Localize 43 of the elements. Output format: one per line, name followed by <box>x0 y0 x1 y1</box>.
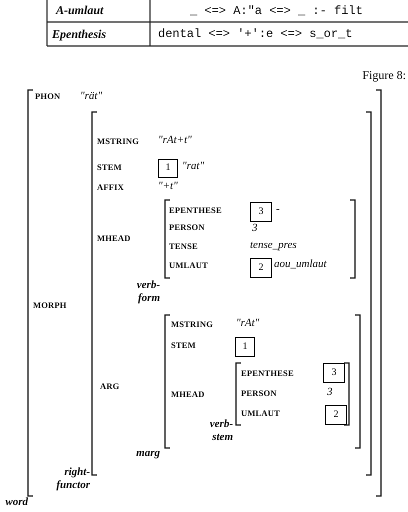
feature-value: "rAt" <box>236 317 260 330</box>
feature-value: "rat" <box>182 160 204 173</box>
cell-label: Epenthesis <box>52 27 106 42</box>
feature-name: MSTRING <box>171 320 214 330</box>
feature-name: TENSE <box>169 242 198 252</box>
feature-value: aou_umlaut <box>274 258 327 271</box>
feature-name: STEM <box>171 341 196 351</box>
feature-value: 3 <box>252 222 258 235</box>
type-label: word <box>4 496 28 509</box>
feature-name: UMLAUT <box>169 261 208 271</box>
feature-value: - <box>276 203 280 216</box>
type-label: verb-form <box>136 279 160 304</box>
feature-value: "rAt+t" <box>158 134 192 147</box>
code-text: _ <=> A:"a <=> _ :- filt <box>190 4 363 18</box>
feature-name: STEM <box>97 163 122 173</box>
tag-box: 2 <box>250 258 272 278</box>
feature-name: ARG <box>100 382 120 392</box>
feature-name: MORPH <box>33 301 67 311</box>
feature-name: UMLAUT <box>241 409 280 419</box>
figure-caption: Figure 8: <box>362 68 406 83</box>
type-label: marg <box>135 447 160 460</box>
feature-value: 3 <box>327 386 332 399</box>
feature-name: AFFIX <box>97 183 124 193</box>
type-label: verb-stem <box>208 418 233 444</box>
feature-name: MHEAD <box>171 390 205 400</box>
feature-name: EPENTHESE <box>169 206 222 216</box>
code-text: dental <=> '+':e <=> s_or_t <box>158 27 352 41</box>
feature-name: PERSON <box>241 389 277 399</box>
tag-box: 1 <box>158 159 178 178</box>
tag-box: 2 <box>325 405 347 425</box>
type-label: right-functor <box>55 466 90 492</box>
tag-box: 3 <box>250 202 272 222</box>
feature-name: PERSON <box>169 223 205 233</box>
feature-name: PHON <box>35 92 60 102</box>
feature-value: tense_pres <box>250 239 297 252</box>
feature-name: EPENTHESE <box>241 369 294 379</box>
cell-label: A-umlaut <box>56 3 104 18</box>
feature-name: MHEAD <box>97 234 131 244</box>
tag-box: 1 <box>235 337 255 357</box>
feature-name: MSTRING <box>97 137 140 147</box>
feature-value: "+t" <box>158 180 178 193</box>
tag-box: 3 <box>323 363 345 383</box>
feature-value: "rät" <box>80 90 102 103</box>
